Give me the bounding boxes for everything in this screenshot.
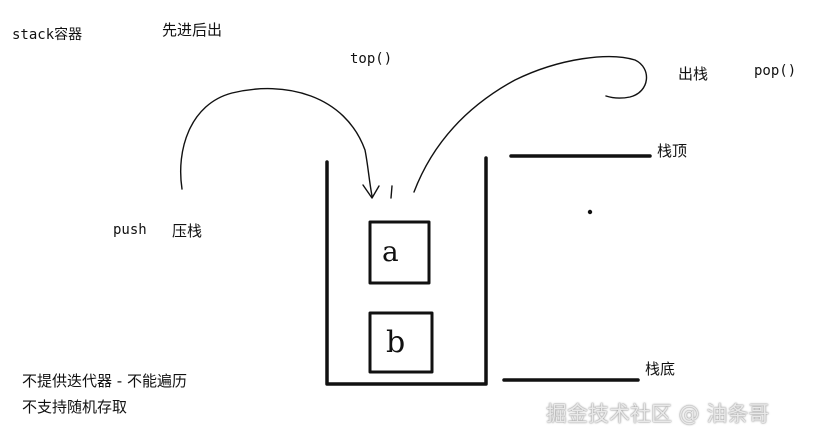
- note-no-iterator: 不提供迭代器 - 不能遍历: [22, 372, 187, 390]
- element-box-a: [368, 220, 431, 285]
- push-arrow: [180, 87, 373, 197]
- pop-call-label: pop(): [754, 63, 797, 79]
- element-label-a: a: [382, 235, 399, 268]
- element-label-b: b: [386, 325, 406, 360]
- stack-bottom-label: 栈底: [645, 360, 676, 378]
- push-call-label: push: [113, 222, 147, 238]
- top-call-label: top(): [350, 51, 393, 67]
- stack-container: [325, 156, 488, 386]
- note-no-random-access: 不支持随机存取: [22, 398, 128, 416]
- pop-arrow: [413, 55, 648, 193]
- stack-top-label: 栈顶: [657, 142, 688, 160]
- pop-label: 出栈: [678, 65, 709, 83]
- watermark: 掘金技术社区 @ 油条哥: [546, 402, 770, 426]
- top-arrow: [390, 185, 393, 199]
- principle-label: 先进后出: [162, 21, 223, 39]
- push-arrow-head: [362, 184, 380, 199]
- stray-dot: [587, 209, 593, 215]
- title-label: stack容器: [12, 27, 83, 43]
- element-box-b: [368, 311, 434, 374]
- push-label: 压栈: [172, 222, 203, 240]
